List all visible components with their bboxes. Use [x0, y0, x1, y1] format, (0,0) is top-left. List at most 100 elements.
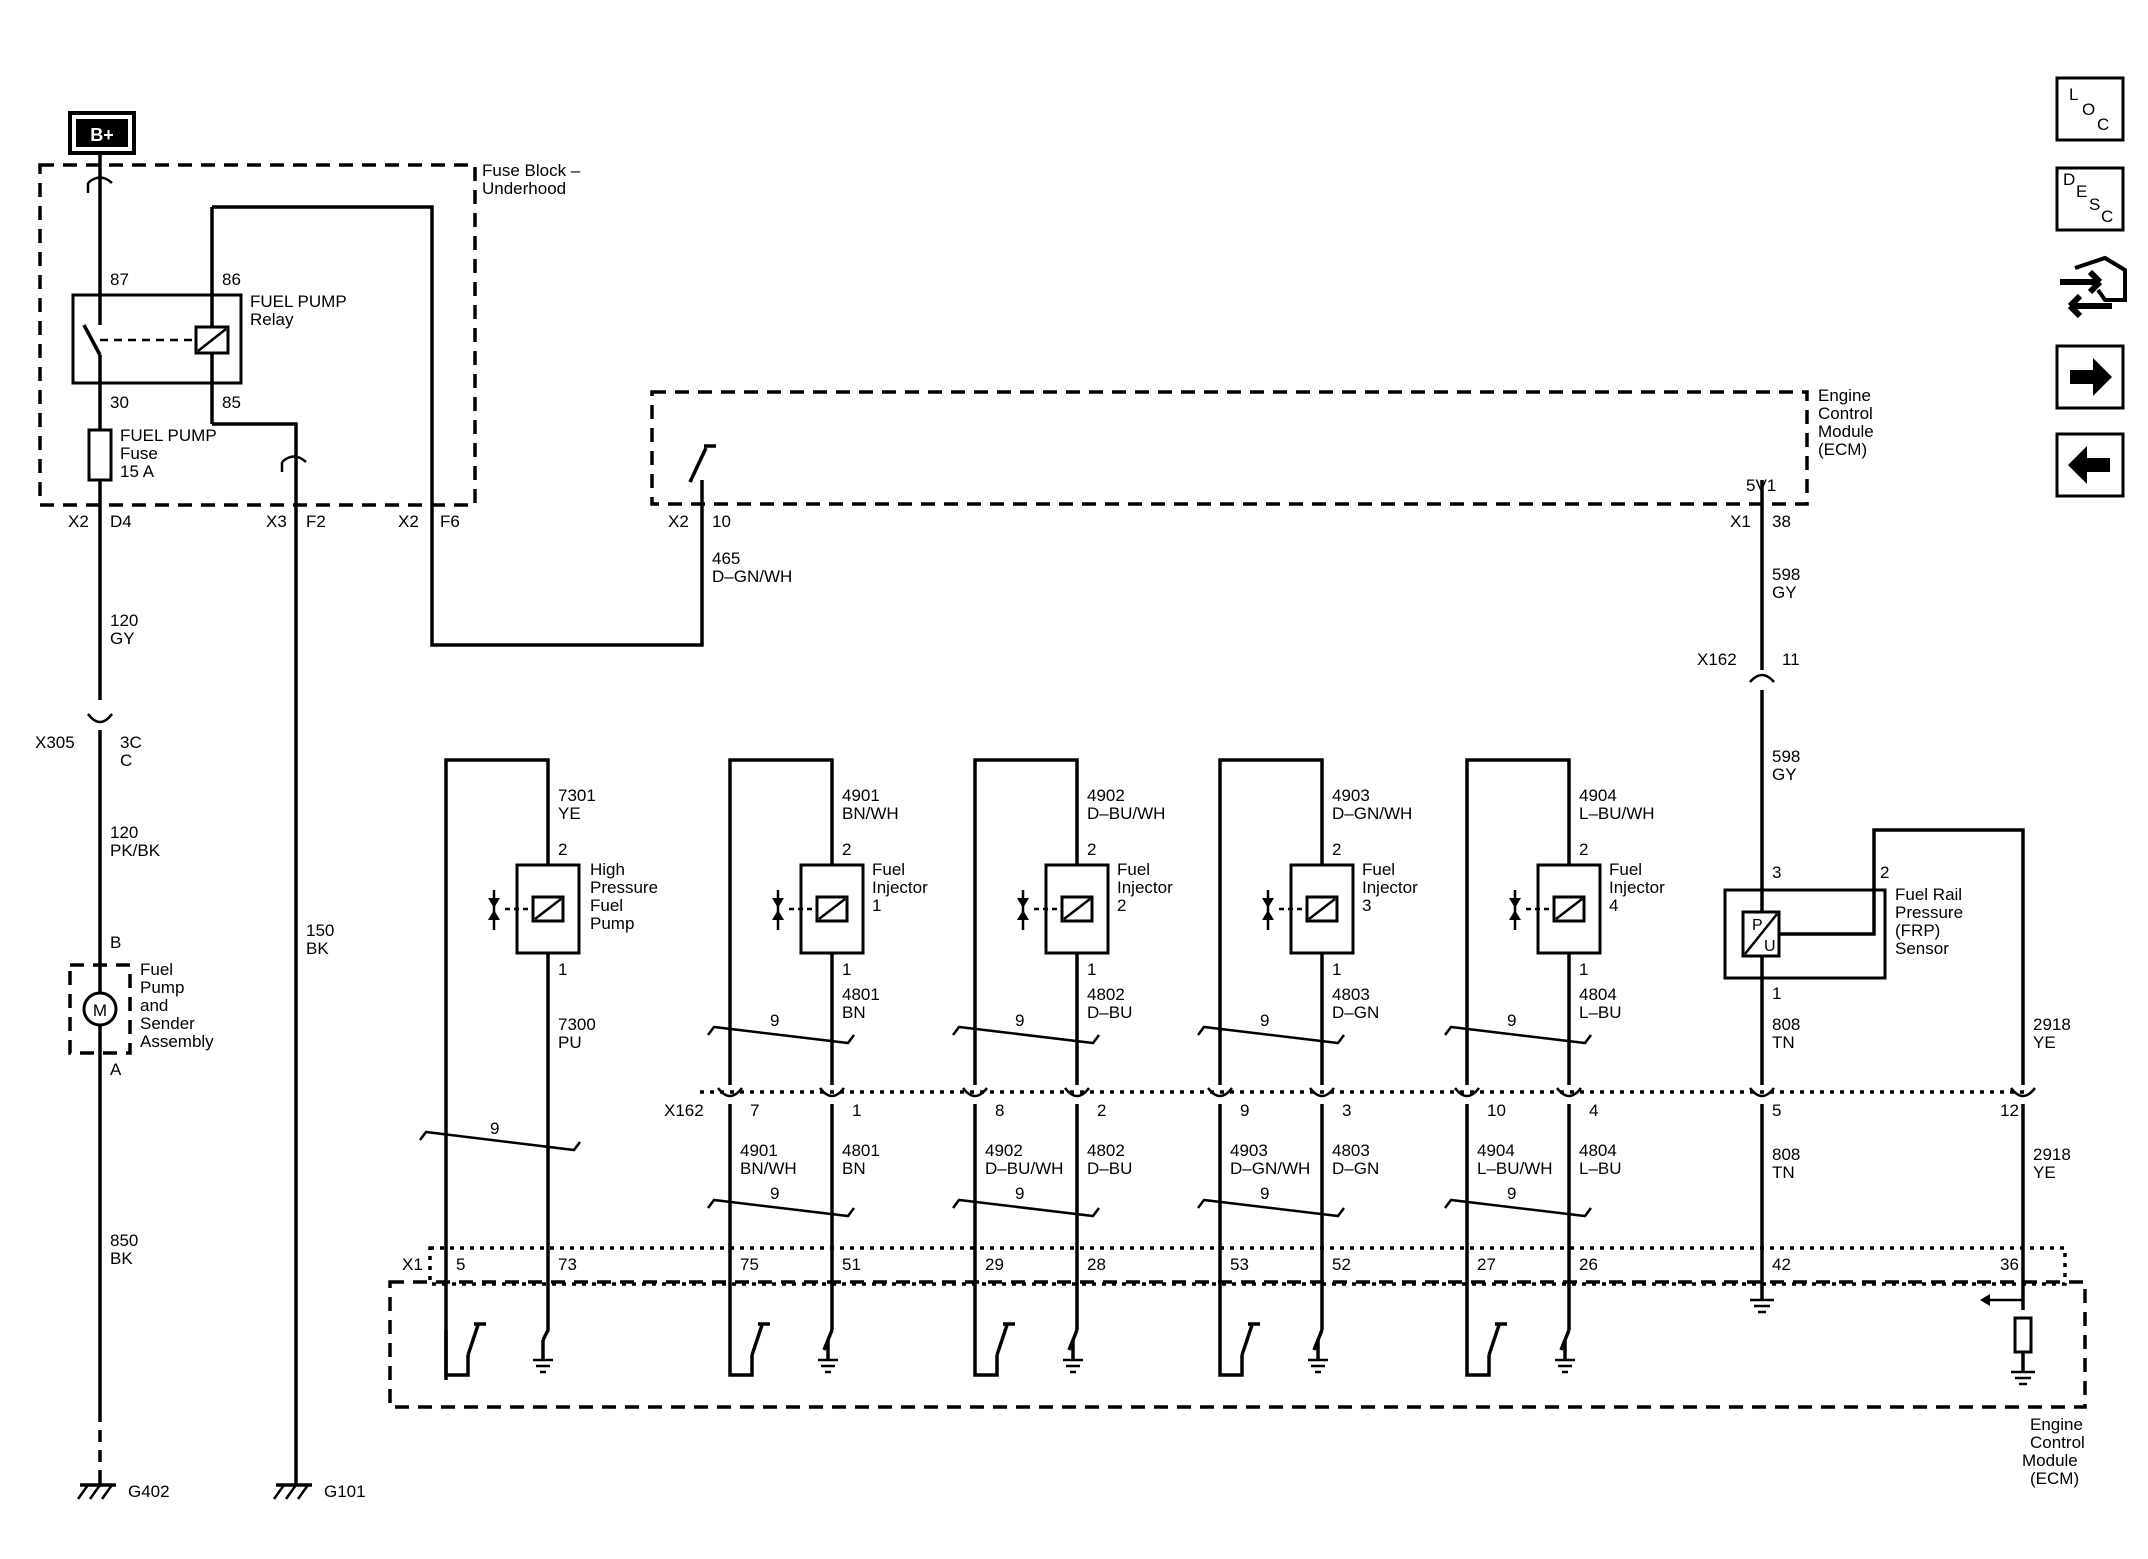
loc-o: O: [2082, 100, 2095, 119]
fuel-pump-fuse: [87, 428, 113, 482]
injector-2-p1: 1: [1087, 960, 1096, 979]
ecm-top-title-3: Module: [1818, 422, 1874, 441]
injector-3-wbot-0: 4803: [1332, 985, 1370, 1004]
x162-bottom-connector: X162 5 12: [664, 1090, 2030, 1120]
wire-598a-num: 598: [1772, 565, 1800, 584]
frp-label-2: Pressure: [1895, 903, 1963, 922]
injector-4-p1: 1: [1579, 960, 1588, 979]
injector-4-label-1: Injector: [1609, 878, 1665, 897]
desc-d: D: [2063, 170, 2075, 189]
ecm-pin-2: 75: [740, 1255, 759, 1274]
conn-f6: F6: [440, 512, 460, 531]
injector-3-tw2: 9: [1260, 1184, 1269, 1203]
injector-2-lw1-1: D–BU/WH: [985, 1159, 1063, 1178]
injector-1-p2: 2: [842, 840, 851, 859]
x162-bottom-conn: X162: [664, 1101, 704, 1120]
fp-label-5: Assembly: [140, 1032, 214, 1051]
wire-808b-num: 808: [1772, 1145, 1800, 1164]
injector-2-tw2: 9: [1015, 1184, 1024, 1203]
injector-3-lw1-1: D–GN/WH: [1230, 1159, 1310, 1178]
ecm-bottom-x1: X1: [402, 1255, 423, 1274]
ecm-pin-1: 73: [558, 1255, 577, 1274]
wire-2918b-color: YE: [2033, 1163, 2056, 1182]
wire-850-num: 850: [110, 1231, 138, 1250]
injector-4-label-2: 4: [1609, 896, 1618, 915]
conn-f2: F2: [306, 512, 326, 531]
wire-7300-num: 7300: [558, 1015, 596, 1034]
ecm-bottom-title-4: (ECM): [2030, 1469, 2079, 1488]
loc-l: L: [2069, 85, 2078, 104]
injector-3-p1: 1: [1332, 960, 1341, 979]
injector-3-lw2-0: 4803: [1332, 1141, 1370, 1160]
fuse-block-title-2: Underhood: [482, 179, 566, 198]
injector-3-label-2: 3: [1362, 896, 1371, 915]
injector-3-wtop-0: 4903: [1332, 786, 1370, 805]
wire-2918b-num: 2918: [2033, 1145, 2071, 1164]
injector-4-label-0: Fuel: [1609, 860, 1642, 879]
injector-1-wbot-1: BN: [842, 1003, 866, 1022]
fuse-block-title-1: Fuse Block –: [482, 161, 581, 180]
desc-button[interactable]: D E S C: [2055, 166, 2125, 232]
injector-1-lw2-1: BN: [842, 1159, 866, 1178]
hp-label-3: Fuel: [590, 896, 623, 915]
loc-button[interactable]: L O C: [2055, 76, 2125, 142]
injector-2-x162a: 8: [995, 1101, 1004, 1120]
fuse-label-1: FUEL PUMP: [120, 426, 217, 445]
next-button[interactable]: [2055, 344, 2125, 410]
ecm-pin-10: 42: [1772, 1255, 1791, 1274]
wire-465-num: 465: [712, 549, 740, 568]
conn-x2-a: X2: [68, 512, 89, 531]
wire-598b-color: GY: [1772, 765, 1797, 784]
wire-808a-num: 808: [1772, 1015, 1800, 1034]
injector-3-wbot-1: D–GN: [1332, 1003, 1379, 1022]
wire-465-color: D–GN/WH: [712, 567, 792, 586]
ground-g101-icon: [272, 1470, 312, 1500]
relay-pin-86: 86: [222, 270, 241, 289]
desc-c: C: [2101, 207, 2113, 226]
wire-7300-color: PU: [558, 1033, 582, 1052]
battery-supply: B+: [68, 111, 136, 155]
injector-4-lw2-1: L–BU: [1579, 1159, 1622, 1178]
injector-2-label-1: Injector: [1117, 878, 1173, 897]
ecm-pin-6: 53: [1230, 1255, 1249, 1274]
arrow-right-icon: [2070, 358, 2112, 396]
injector-3-lw2-1: D–GN: [1332, 1159, 1379, 1178]
injector-1-wbot-0: 4801: [842, 985, 880, 1004]
ground-g402-label: G402: [128, 1482, 170, 1501]
conn-x305: X305: [35, 733, 75, 752]
injector-4-tw2: 9: [1507, 1184, 1516, 1203]
conn-x3: X3: [266, 512, 287, 531]
hp-pump-ecm-drivers: [444, 1322, 553, 1377]
injector-4-x162b: 4: [1589, 1101, 1598, 1120]
injector-1-x162b: 1: [852, 1101, 861, 1120]
ecm-top-title-1: Engine: [1818, 386, 1871, 405]
conn-d4: D4: [110, 512, 132, 531]
ecm-top-title-4: (ECM): [1818, 440, 1867, 459]
ecm-bottom-title-3: Module: [2022, 1451, 2078, 1470]
wire-2918a-num: 2918: [2033, 1015, 2071, 1034]
wire-598b-num: 598: [1772, 747, 1800, 766]
injector-3-tw1: 9: [1260, 1011, 1269, 1030]
injector-1-wtop-0: 4901: [842, 786, 880, 805]
hp-twist-9: 9: [490, 1119, 499, 1138]
injector-2-wbot-1: D–BU: [1087, 1003, 1132, 1022]
wire-7301-color: YE: [558, 804, 581, 823]
frp-pin-3: 3: [1772, 863, 1781, 882]
back-button[interactable]: [2055, 432, 2125, 498]
frp-sensor: P U 3 2 1 Fuel Rail Pressure (FRP) Senso…: [1723, 828, 2071, 1300]
x305-pin-c: C: [120, 751, 132, 770]
fp-motor: M: [93, 1001, 107, 1020]
injector-1-tw2: 9: [770, 1184, 779, 1203]
injector-4-x162a: 10: [1487, 1101, 1506, 1120]
relay-label-2: Relay: [250, 310, 294, 329]
x162-pin-12: 12: [2000, 1101, 2019, 1120]
ecm-bottom: X1 Engine Control Module (ECM): [388, 1246, 2087, 1488]
injector-1-label-1: Injector: [872, 878, 928, 897]
relay-pin-30: 30: [110, 393, 129, 412]
ecm-pin-8: 27: [1477, 1255, 1496, 1274]
injector-3-lw1-0: 4903: [1230, 1141, 1268, 1160]
component-view-button[interactable]: [2060, 255, 2127, 319]
